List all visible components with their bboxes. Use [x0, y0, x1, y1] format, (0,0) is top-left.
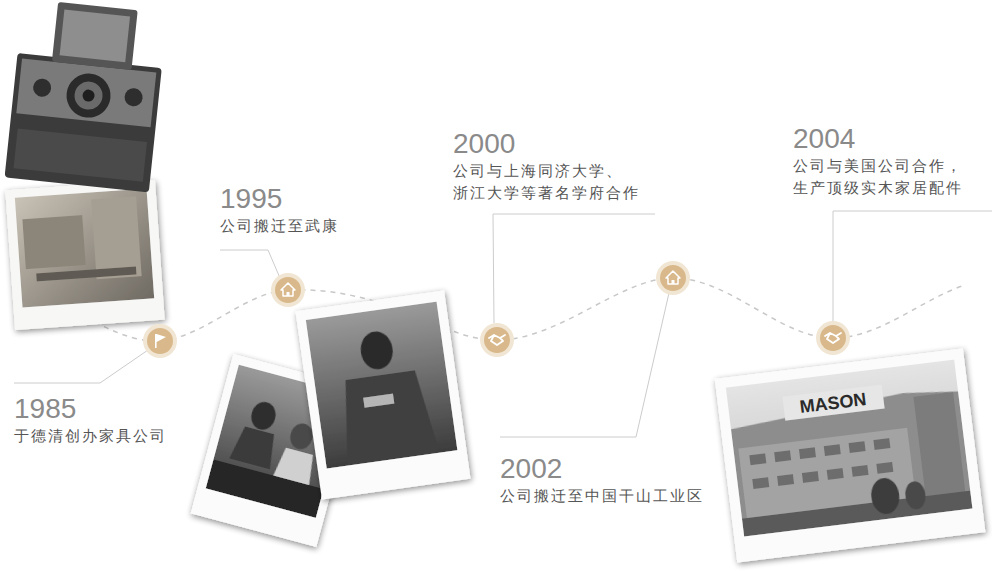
- factory-photo: [742, 491, 972, 537]
- workshop-photo: [287, 421, 315, 452]
- craftsman-photo: [296, 290, 471, 499]
- milestone-year: 2004: [793, 123, 983, 155]
- milestone-markers: [287, 292, 290, 296]
- leader-lines: [14, 350, 148, 383]
- factory-photo: [873, 438, 890, 450]
- camera-illustration: [5, 53, 162, 192]
- milestone-description: 公司与美国公司合作， 生产顶级实木家居配件: [793, 155, 983, 199]
- milestone-year: 1995: [220, 183, 360, 215]
- factory-photo: [869, 476, 901, 515]
- factory-photo: [777, 474, 794, 486]
- camera-illustration: [5, 180, 164, 330]
- camera-illustration: [16, 58, 156, 127]
- milestone-markers: [480, 323, 514, 357]
- camera-illustration: [73, 80, 104, 111]
- milestone-markers: [271, 273, 305, 307]
- milestone-year: 2002: [500, 453, 715, 485]
- milestone-markers: [480, 323, 514, 357]
- camera-illustration: [14, 128, 147, 181]
- milestone-markers: [143, 261, 850, 358]
- milestone-markers: [489, 335, 505, 345]
- milestone-markers: [271, 273, 305, 307]
- factory-photo: [715, 348, 986, 562]
- craftsman-photo: [358, 329, 395, 371]
- milestone-markers: [672, 280, 675, 284]
- factory-photo: [749, 453, 766, 465]
- milestone-markers: [816, 321, 850, 355]
- leader-lines: [833, 211, 992, 321]
- factory-photo: [802, 471, 819, 483]
- milestone-markers: [281, 283, 295, 296]
- workshop-photo: [206, 459, 324, 517]
- craftsman-photo: [336, 369, 440, 466]
- factory-photo: [913, 392, 965, 496]
- camera-illustration: [124, 87, 144, 107]
- milestone: 2002公司搬迁至中国干山工业区: [500, 453, 715, 507]
- factory-photo: [827, 468, 844, 480]
- camera-illustration: [22, 215, 85, 269]
- milestone-markers: [825, 333, 841, 343]
- craftsman-photo: [363, 394, 394, 408]
- factory-photo: [799, 447, 816, 459]
- milestone-year: 1985: [14, 393, 189, 425]
- leader-lines: [220, 250, 280, 278]
- milestone-description: 公司与上海同济大学、 浙江大学等著名学府合作: [453, 160, 653, 204]
- milestone: 2000公司与上海同济大学、 浙江大学等著名学府合作: [453, 128, 653, 204]
- camera-illustration: [60, 10, 130, 63]
- factory-photo: [752, 477, 769, 489]
- leader-lines: [14, 211, 992, 437]
- milestone: 1985于德清创办家具公司: [14, 393, 189, 447]
- milestone-markers: [143, 324, 177, 358]
- factory-photo: [849, 441, 866, 453]
- camera-illustration: [5, 0, 168, 192]
- camera-illustration: [15, 189, 154, 308]
- camera-illustration: [36, 266, 136, 281]
- factory-photo: [904, 480, 927, 510]
- factory-photo: [715, 348, 986, 562]
- milestone-markers: [816, 321, 850, 355]
- camera-illustration: [52, 2, 138, 70]
- factory-photo: [749, 438, 893, 489]
- camera-illustration: [64, 71, 112, 119]
- milestone-markers: [484, 327, 510, 353]
- milestone-description: 于德清创办家具公司: [14, 425, 189, 447]
- milestone-markers: [275, 277, 301, 303]
- sign-text: MASON: [799, 389, 868, 417]
- craftsman-photo: [306, 302, 458, 469]
- milestone-markers: [147, 328, 173, 354]
- milestone-description: 公司搬迁至武康: [220, 215, 360, 237]
- factory-photo: [876, 462, 893, 474]
- milestone: 2004公司与美国公司合作， 生产顶级实木家居配件: [793, 123, 983, 199]
- milestone-markers: [660, 265, 686, 291]
- camera-illustration: [82, 89, 95, 102]
- factory-photo: [824, 444, 841, 456]
- camera-illustration: [5, 180, 164, 330]
- camera-illustration: [5, 0, 168, 330]
- workshop-photo: [229, 425, 279, 470]
- milestone-description: 公司搬迁至中国干山工业区: [500, 485, 715, 507]
- milestone-year: 2000: [453, 128, 653, 160]
- factory-photo: [774, 450, 791, 462]
- craftsman-photo: [296, 290, 471, 499]
- factory-photo: [851, 465, 868, 477]
- milestone-markers: [656, 261, 690, 295]
- factory-photo: [782, 385, 884, 421]
- camera-illustration: [32, 78, 52, 98]
- factory-photo: [726, 360, 973, 537]
- factory-photo: [738, 428, 915, 518]
- milestone-markers: [143, 324, 177, 358]
- milestone: 1995公司搬迁至武康: [220, 183, 360, 237]
- milestone-markers: [656, 261, 690, 295]
- milestone-markers: [666, 271, 680, 284]
- workshop-photo: [248, 399, 278, 432]
- leader-lines: [500, 293, 669, 437]
- milestone-markers: [820, 325, 846, 351]
- milestone-markers: [155, 334, 166, 348]
- leader-lines: [493, 214, 655, 323]
